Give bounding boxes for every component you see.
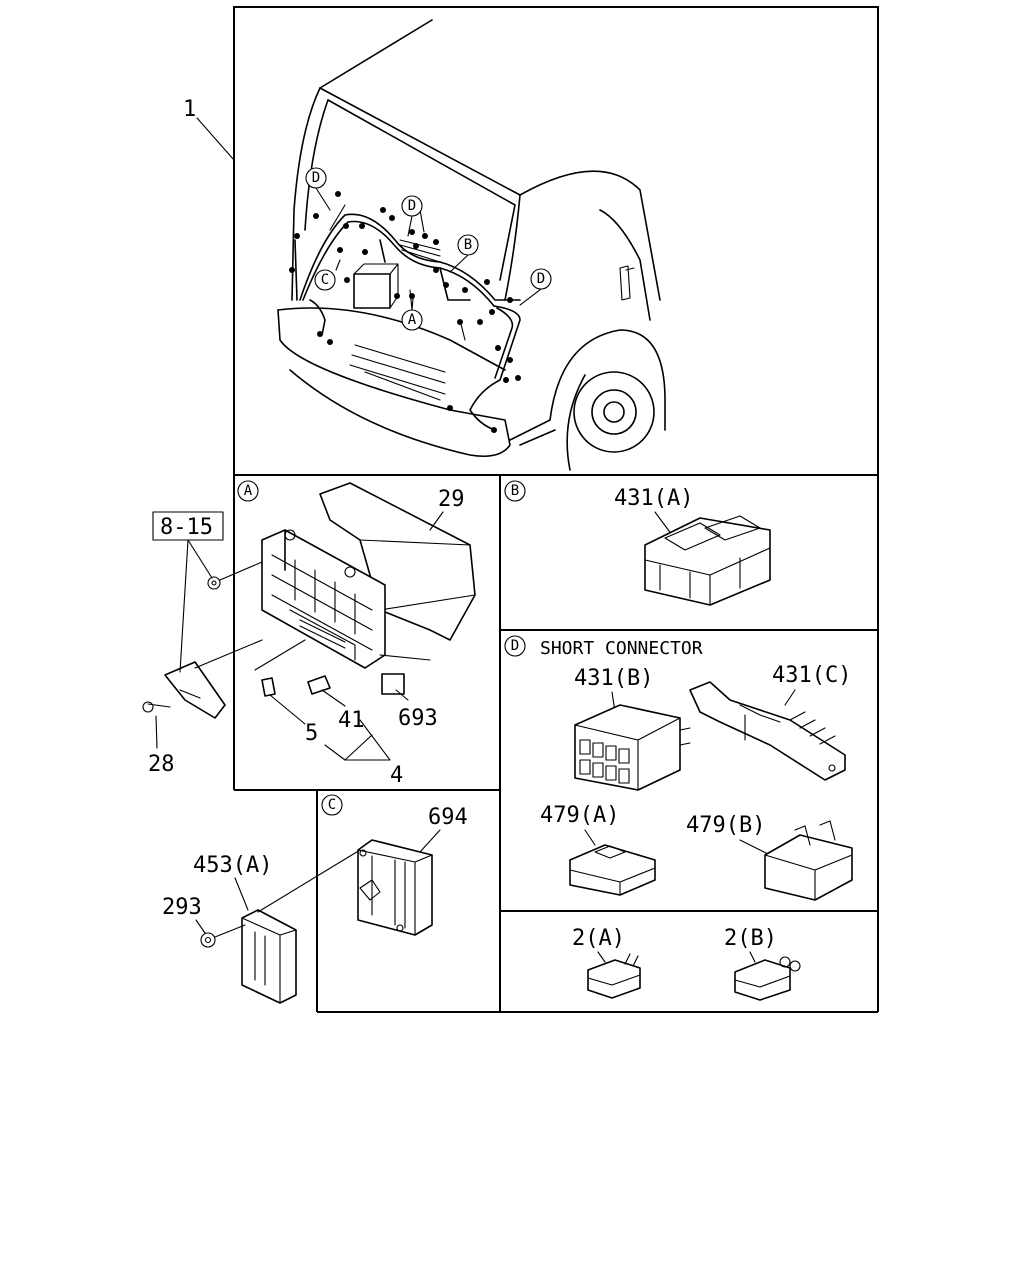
fuse-2a [587, 959, 641, 999]
connector-431b [574, 704, 681, 791]
callout-694-label: 694 [428, 805, 468, 830]
relay-693 [381, 673, 405, 695]
nut-icon [207, 576, 221, 590]
detail-b-marker-label: B [511, 483, 519, 499]
bolt-icon [142, 701, 154, 713]
callout-479b-label: 479(B) [686, 813, 765, 838]
callout-1-label: 1 [183, 97, 196, 122]
fuse-row-section: 2(A) 2(B) [572, 926, 801, 1001]
detail-d-marker-label: D [511, 638, 519, 654]
fuse-2b [734, 959, 791, 1001]
detail-marker-d3-label: D [537, 271, 545, 287]
fuse-41 [307, 675, 331, 695]
detail-a-marker-label: A [244, 483, 253, 499]
harness-connectors [289, 191, 521, 433]
detail-d-section: D SHORT CONNECTOR 431(B) 431(C) 479(A) [504, 635, 853, 901]
wiring-harness [294, 204, 521, 431]
callout-431b-label: 431(B) [574, 666, 653, 691]
callout-4-label: 4 [390, 763, 403, 788]
connector-479a [569, 844, 656, 896]
detail-b-section: B 431(A) [504, 480, 771, 606]
detail-marker-c [314, 269, 336, 291]
detail-marker-b-label: B [464, 237, 472, 253]
callout-431c-label: 431(C) [772, 663, 851, 688]
detail-c-marker [321, 794, 343, 816]
overview-detail-markers: D D B C D A [305, 167, 552, 331]
panel-frames [233, 6, 879, 1013]
truck-cab-drawing [277, 19, 666, 471]
callout-2b-label: 2(B) [724, 926, 777, 951]
detail-a-marker [237, 480, 259, 502]
detail-d-title: SHORT CONNECTOR [540, 638, 703, 659]
connector-431a [644, 517, 771, 606]
reference-box-8-15 [152, 511, 224, 541]
fuse-5 [261, 677, 276, 697]
callout-453a-label: 453(A) [193, 853, 272, 878]
nut-293-icon [200, 932, 216, 948]
detail-marker-d2-label: D [408, 198, 416, 214]
callout-8-15-label: 8-15 [160, 515, 213, 540]
callout-28-label: 28 [148, 752, 175, 777]
detail-d-marker [504, 635, 526, 657]
detail-c-marker-label: C [328, 797, 336, 813]
callout-479a-label: 479(A) [540, 803, 619, 828]
connector-431c [689, 681, 846, 781]
detail-marker-d1-label: D [312, 170, 320, 186]
detail-c-section: C 694 453(A) 293 [162, 794, 468, 1004]
detail-a-section: A 29 28 [142, 480, 476, 788]
callout-293-label: 293 [162, 895, 202, 920]
bracket [164, 661, 226, 719]
detail-marker-a-label: A [408, 312, 417, 328]
overview-panel-frame [233, 6, 879, 476]
module-453a [241, 909, 297, 1004]
detail-marker-c-label: C [321, 272, 329, 288]
callout-2a-label: 2(A) [572, 926, 625, 951]
callout-693-label: 693 [398, 706, 438, 731]
callout-5-label: 5 [305, 721, 318, 746]
callout-29-label: 29 [438, 487, 465, 512]
detail-b-marker [504, 480, 526, 502]
callout-431a-label: 431(A) [614, 486, 693, 511]
callout-1: 1 [183, 97, 235, 161]
